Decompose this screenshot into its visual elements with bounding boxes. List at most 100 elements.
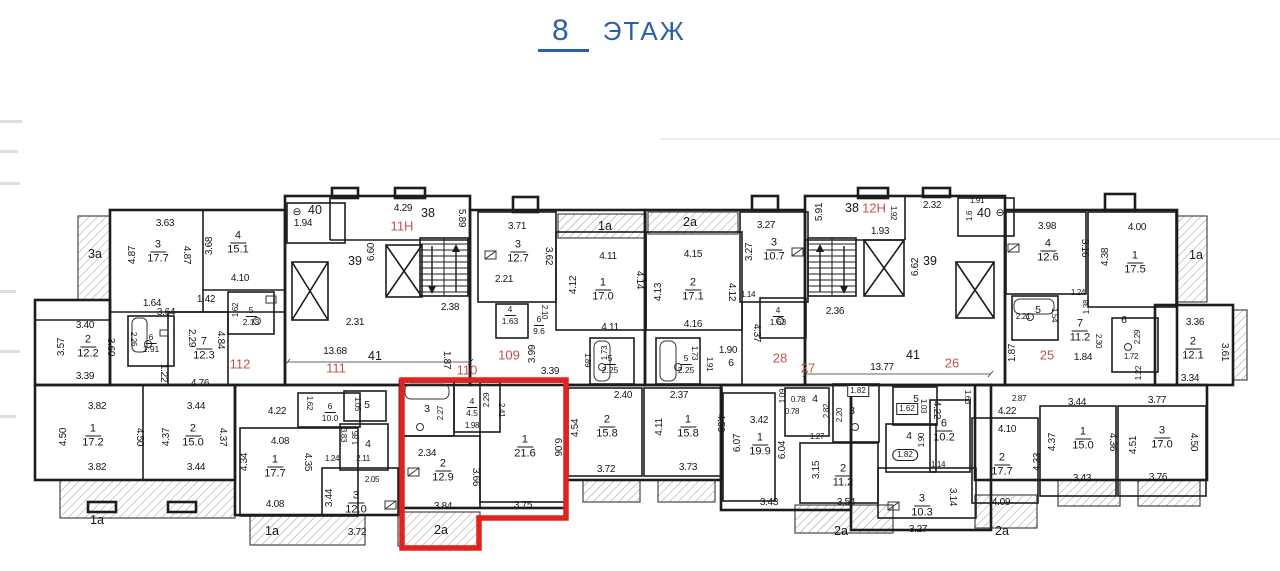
dimension-label: 3.42 (749, 415, 769, 426)
room-area-value: 12.3 (193, 349, 215, 362)
room-area-value: 10.3 (911, 506, 933, 519)
dimension-label: 3.77 (1147, 395, 1167, 406)
room-area-value: 17.5 (1124, 263, 1146, 276)
dimension-label: 1.98 (464, 421, 480, 430)
apartment-number-label: 26 (944, 355, 960, 371)
dimension-label: 1.6 (965, 210, 974, 222)
dimension-label: 4.10 (997, 424, 1017, 435)
room-area-value: 17.0 (1151, 438, 1173, 451)
dimension-label: 4.11 (599, 251, 617, 262)
dimension-label: 4.87 (181, 245, 192, 265)
zone-number-label: 39 (923, 253, 937, 268)
room-number: 4 (229, 230, 247, 244)
dimension-label: 3.75 (513, 500, 533, 511)
room-number: 1 (266, 454, 284, 468)
room-number: 2 (684, 277, 702, 291)
dimension-label: 3.99 (527, 344, 538, 364)
dimension-label: 2.21 (494, 274, 514, 285)
room-number: 3 (1153, 425, 1171, 439)
dimension-label: 4.50 (715, 413, 726, 433)
dimension-label: 1.54 (1050, 307, 1059, 323)
zone-number-label: ⊖ (995, 206, 1005, 219)
dimension-label: 4.22 (267, 406, 287, 417)
dimension-label: 4.29 (393, 203, 413, 214)
dimension-label: 3.98 (1037, 221, 1057, 232)
dimension-label: 1.90 (917, 432, 926, 448)
dimension-label: 4.51 (1128, 435, 1139, 455)
dimension-label: 1.42 (196, 294, 216, 305)
dimension-label: 4.35 (302, 452, 313, 472)
dimension-label: 3.66 (470, 467, 481, 487)
room-area-value: 17.1 (682, 290, 704, 303)
highlighted-apartment-outline (399, 377, 569, 551)
room-area-value: 1.63 (501, 315, 519, 326)
dimension-label: 4.10 (230, 273, 250, 284)
room-number: 2 (834, 463, 852, 477)
apartment-number-label: 111 (326, 360, 346, 376)
dimension-label: 3.82 (87, 401, 107, 412)
room-area-value: 17.7 (147, 252, 169, 265)
dimension-label: 4.12 (568, 275, 579, 295)
dimension-label: 2.34 (417, 448, 437, 459)
dimension-label: 3.27 (744, 242, 755, 262)
room-number: 6 (324, 402, 336, 413)
dimension-label: 1.22 (1134, 365, 1143, 381)
room-area-value: 17.2 (82, 436, 104, 449)
dimension-label: 2.82 (822, 403, 831, 419)
dimension-label: 3.68 (204, 236, 215, 256)
dimension-label: 4.15 (683, 249, 703, 260)
dimension-label: 1.05 (353, 396, 362, 412)
room-number: 4 (1039, 238, 1057, 252)
room-area-value: 10.7 (763, 250, 785, 263)
dimension-label: 2.26 (129, 331, 138, 347)
zone-number-label: 2a (995, 523, 1009, 538)
zone-number-label: 1a (265, 523, 279, 538)
dimension-label: 2.27 (436, 405, 445, 421)
dimension-label: 2.38 (440, 302, 460, 313)
room-area-value: 12.0 (345, 503, 367, 516)
dimension-label: 2.87 (1011, 394, 1027, 403)
dimension-label: 2.21 (1015, 312, 1031, 321)
dimension-label: 4.37 (751, 323, 762, 343)
zone-number-label: 2a (834, 523, 848, 538)
dimension-label: 5.91 (814, 202, 825, 222)
dimension-label: 4.12 (726, 282, 737, 302)
dimension-label: 3.83 (339, 427, 348, 443)
room-number: 7 (195, 336, 213, 350)
dimension-label: 3.27 (756, 220, 776, 231)
room-number: 2 (993, 452, 1011, 466)
dimension-label: 6.62 (910, 257, 921, 277)
dimension-label: 3.43 (759, 497, 779, 508)
dimension-label: 1.87 (1007, 343, 1018, 363)
zone-number-label: 1a (598, 218, 612, 233)
dimension-label: 3.40 (75, 320, 95, 331)
zone-number-label: 3a (88, 246, 102, 261)
dimension-label: 2.30 (1094, 333, 1103, 349)
apartment-number-label: 112 (229, 356, 251, 372)
dimension-label: 1.27 (809, 432, 825, 441)
dimension-label: 3.72 (347, 527, 367, 538)
dimension-label: 3.39 (75, 371, 95, 382)
fixture-size-label: 1.82 (847, 385, 869, 397)
floor-number: 8 (538, 14, 589, 52)
room-number: 1 (594, 277, 612, 291)
dimension-label: 3.76 (1148, 472, 1168, 483)
dimension-label: 4.37 (1047, 432, 1058, 452)
room-number: 1 (1074, 426, 1092, 440)
